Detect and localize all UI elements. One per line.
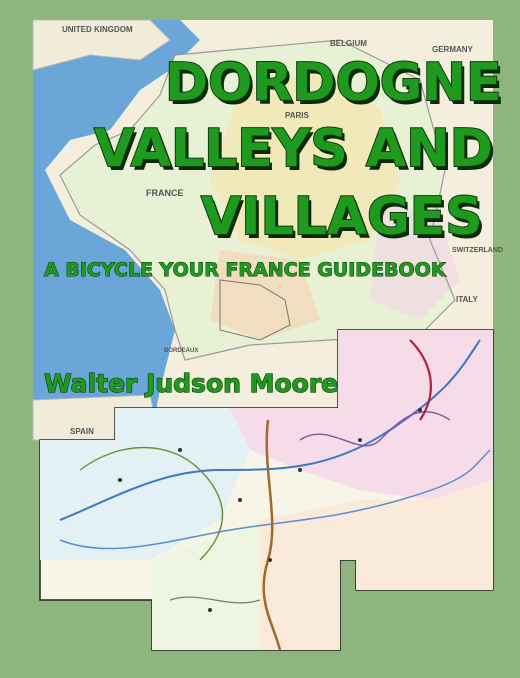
title-line-3: VILLAGES — [201, 187, 483, 247]
svg-text:VILLAGES: VILLAGES — [204, 191, 486, 251]
label-spain: SPAIN — [70, 427, 94, 436]
subtitle: A BICYCLE YOUR FRANCE GUIDEBOOK — [44, 259, 447, 281]
title-block: DORDOGNE DORDOGNE VALLEYS AND VALLEYS AN… — [43, 52, 505, 399]
label-bordeaux: BORDEAUX — [164, 348, 198, 354]
svg-text:VALLEYS AND: VALLEYS AND — [97, 123, 496, 183]
label-switzerland: SWITZERLAND — [452, 247, 503, 254]
route-map — [39, 329, 494, 651]
label-germany: GERMANY — [432, 45, 474, 54]
label-paris: PARIS — [285, 111, 310, 120]
title-line-1: DORDOGNE — [165, 53, 502, 113]
title-line-2: VALLEYS AND — [94, 119, 493, 179]
label-united-kingdom: UNITED KINGDOM — [62, 25, 133, 34]
author-name: Walter Judson Moore — [44, 369, 338, 398]
svg-text:DORDOGNE: DORDOGNE — [168, 57, 505, 117]
label-france: FRANCE — [146, 188, 184, 198]
label-belgium: BELGIUM — [330, 39, 367, 48]
label-italy: ITALY — [456, 295, 478, 304]
